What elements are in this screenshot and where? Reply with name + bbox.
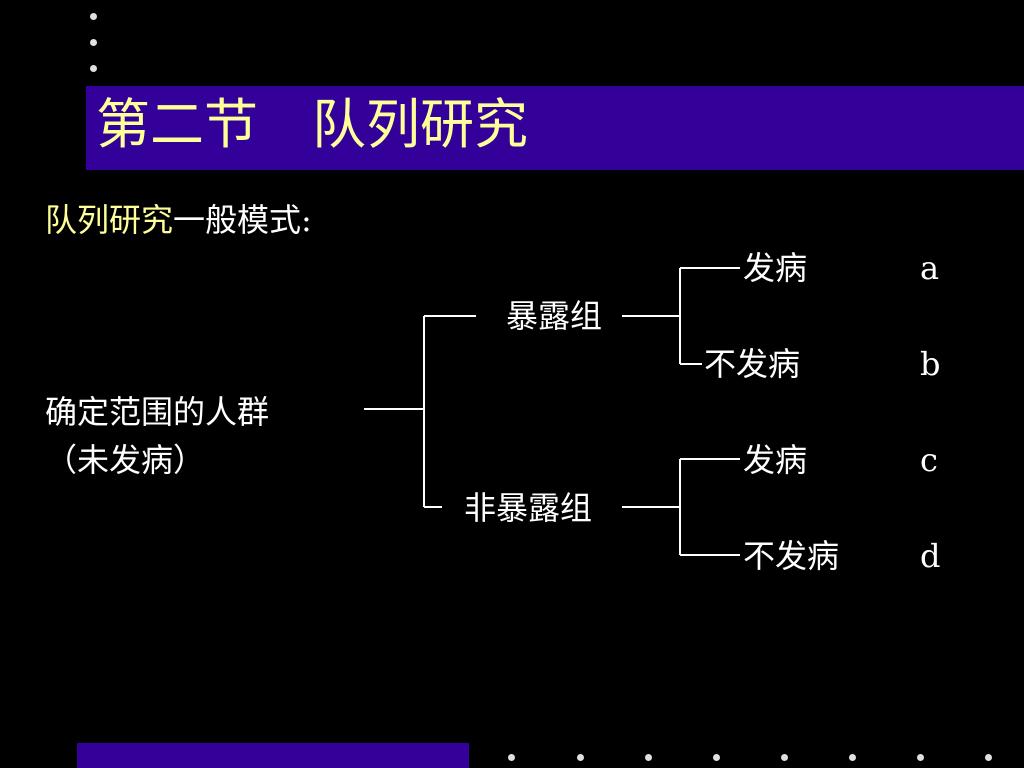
outcome-label: 不发病: [704, 345, 801, 383]
title-bar: [86, 86, 1024, 170]
decor-dot: [90, 13, 97, 20]
slide-title: 第二节 队列研究: [96, 93, 528, 156]
decor-dot: [917, 754, 924, 761]
outcome-label: 不发病: [743, 537, 840, 575]
cell-label: a: [920, 249, 940, 287]
decor-dot: [849, 754, 856, 761]
outcome-label: 发病: [743, 441, 808, 479]
decor-dot: [90, 39, 97, 46]
decor-dot: [645, 754, 652, 761]
decor-dot: [508, 754, 515, 761]
decor-dot: [985, 754, 992, 761]
subtitle-highlight: 队列研究: [45, 201, 174, 239]
unexposed-group-label: 非暴露组: [464, 489, 593, 527]
decor-dot: [713, 754, 720, 761]
bottom-bar: [77, 743, 469, 768]
exposed-group-label: 暴露组: [506, 297, 603, 335]
outcome-label: 发病: [743, 249, 808, 287]
population-label: 确定范围的人群: [45, 393, 270, 431]
cell-label: c: [920, 441, 938, 479]
decor-dot: [781, 754, 788, 761]
subtitle-rest: 一般模式:: [173, 201, 312, 239]
decor-dot: [90, 65, 97, 72]
subtitle: 队列研究一般模式:: [45, 201, 312, 239]
population-note: （未发病）: [45, 441, 206, 479]
cell-label: b: [920, 345, 941, 383]
cell-label: d: [920, 537, 941, 575]
decor-dot: [577, 754, 584, 761]
